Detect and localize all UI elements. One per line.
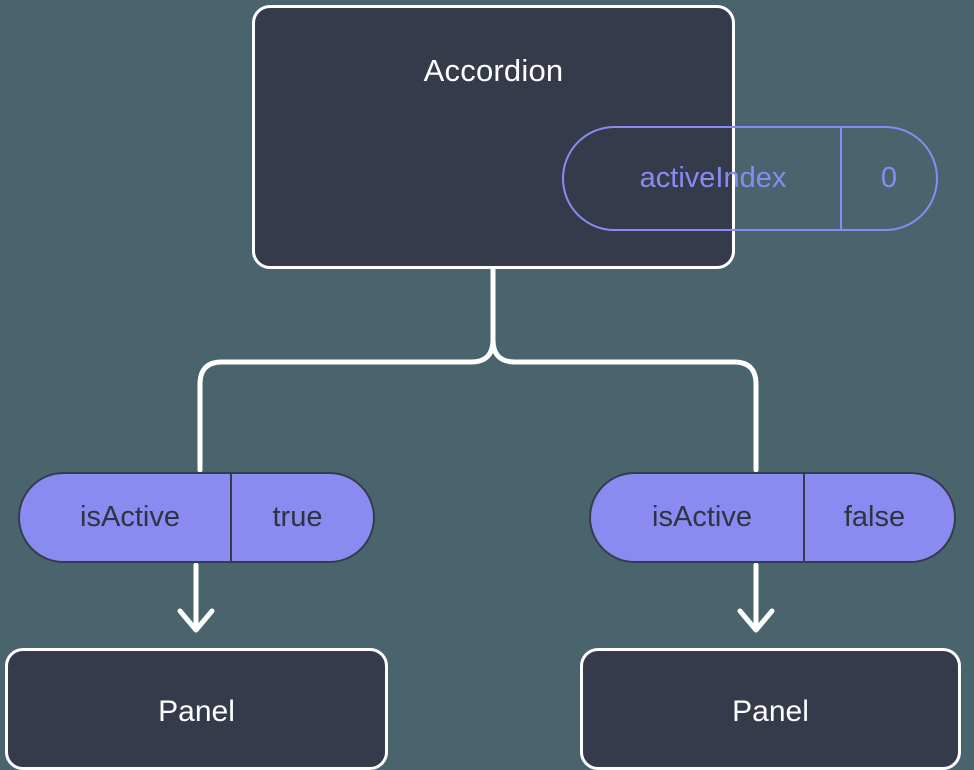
left-panel-node[interactable]: Panel	[5, 648, 388, 770]
right-isactive-pill[interactable]: isActive false	[589, 472, 956, 563]
connector-bracket-left	[197, 337, 496, 473]
accordion-node[interactable]: Accordion activeIndex 0	[252, 5, 938, 269]
arrow-left-head	[177, 608, 215, 633]
accordion-state-pill[interactable]: activeIndex 0	[562, 126, 938, 231]
accordion-node-label: Accordion	[423, 53, 564, 88]
accordion-state-key: activeIndex	[564, 128, 842, 229]
left-isactive-key: isActive	[20, 474, 232, 561]
left-isactive-pill[interactable]: isActive true	[18, 472, 375, 563]
right-panel-node[interactable]: Panel	[580, 648, 961, 770]
arrow-right-head	[737, 608, 775, 633]
right-isactive-key: isActive	[591, 474, 805, 561]
connector-bracket-right	[490, 337, 759, 473]
accordion-state-value: 0	[880, 162, 898, 194]
left-isactive-value: true	[272, 501, 323, 533]
right-panel-node-label: Panel	[732, 695, 809, 728]
right-isactive-value: false	[843, 501, 906, 533]
left-panel-node-label: Panel	[158, 695, 235, 728]
